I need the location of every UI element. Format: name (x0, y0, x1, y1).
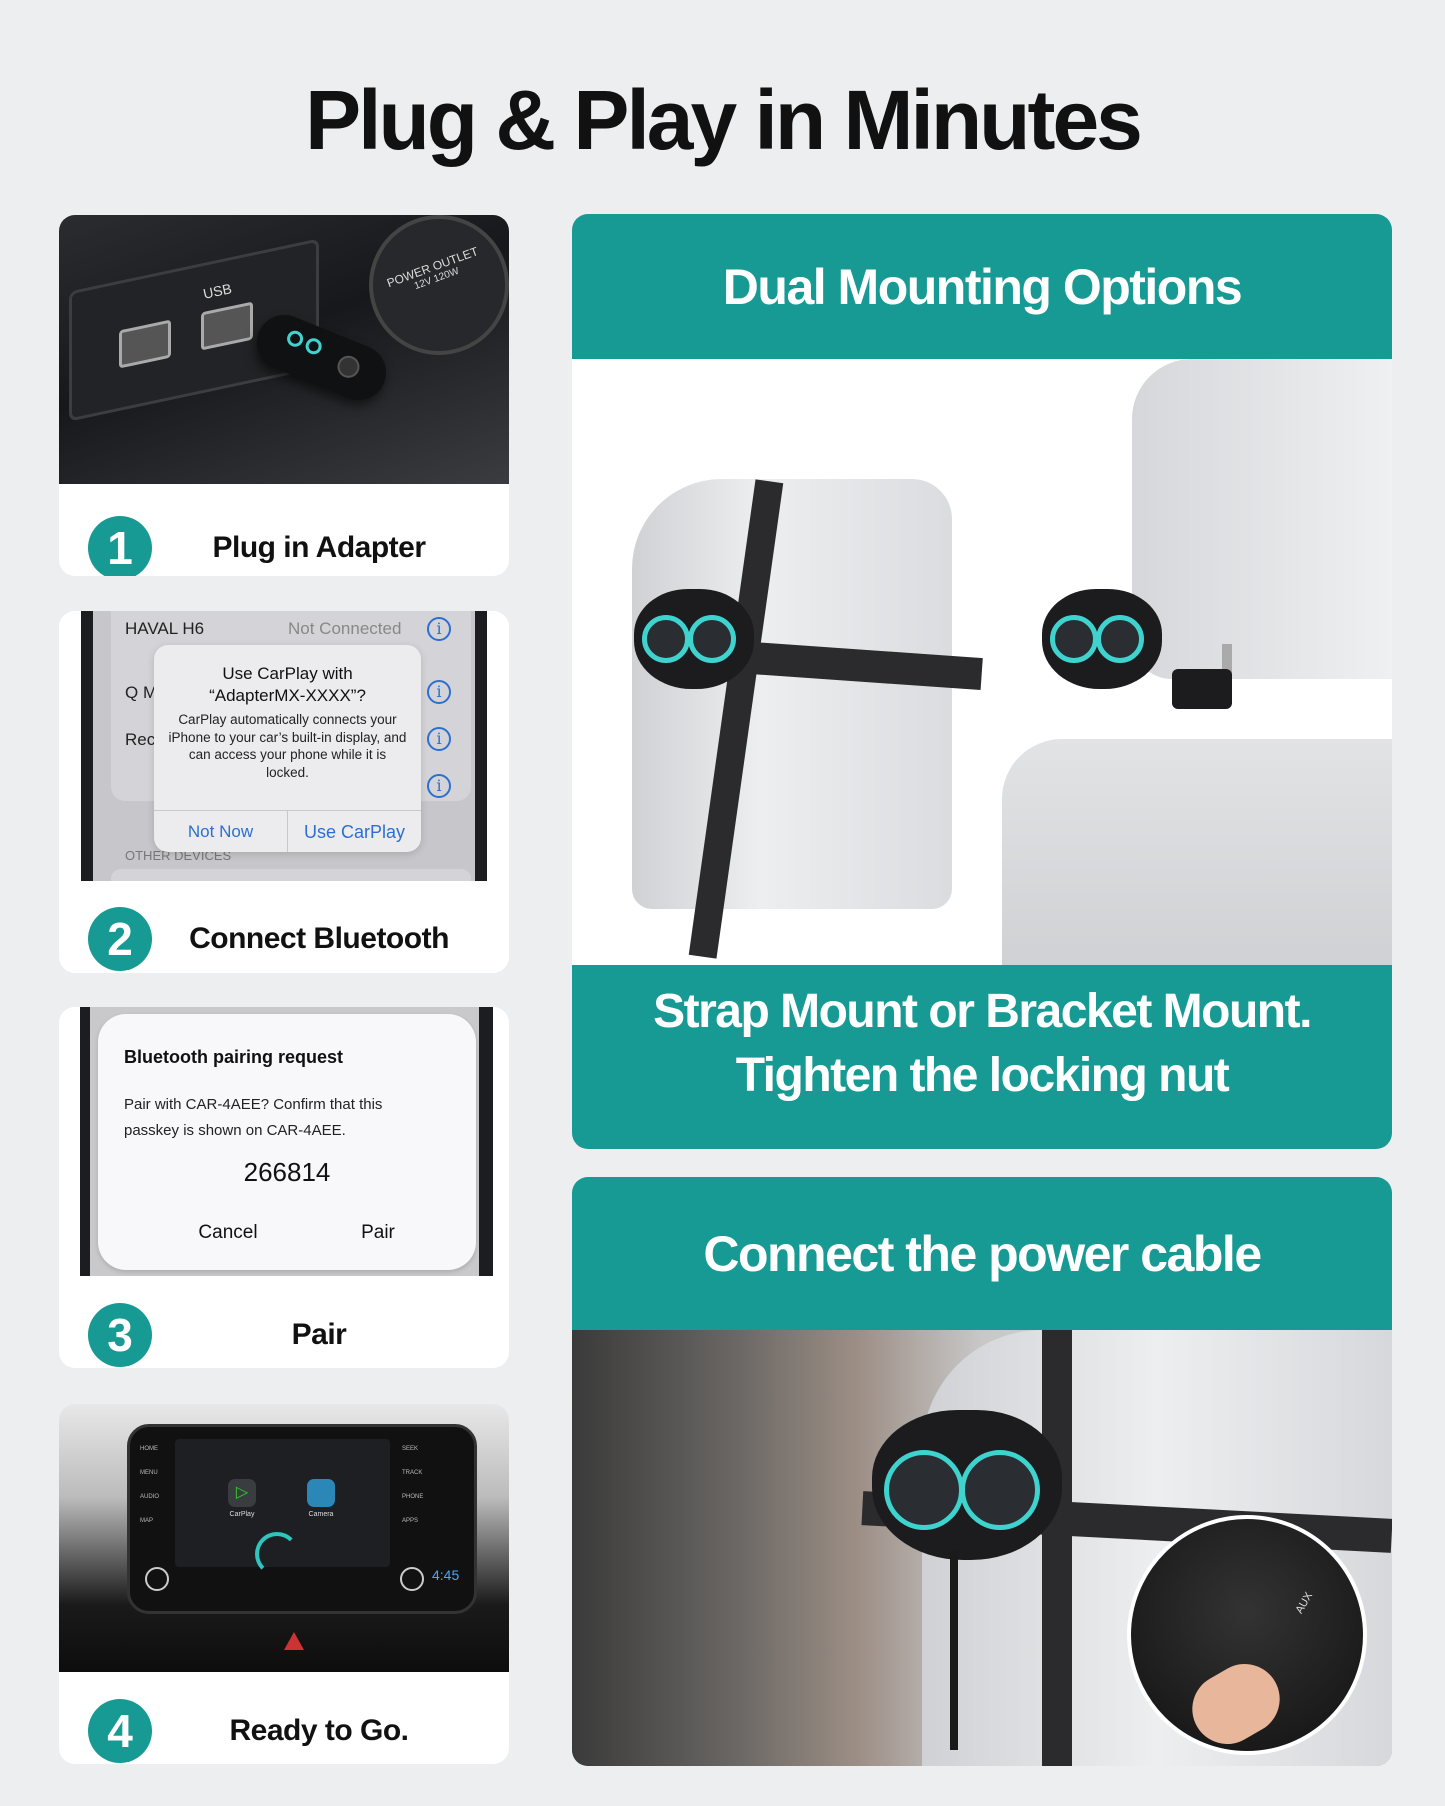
step-label: Connect Bluetooth (189, 922, 449, 955)
menu-button[interactable]: MENU (140, 1470, 158, 1476)
step-label: Pair (291, 1318, 347, 1351)
headrest (632, 479, 952, 909)
tune-knob[interactable] (400, 1567, 424, 1591)
step-card-2: HAVAL H6 Not Connected Q M Rec i i i i O… (59, 611, 509, 973)
left-buttons: HOME MENU AUDIO MAP (140, 1437, 159, 1533)
info-icon[interactable]: i (427, 727, 451, 751)
seat-back (1002, 739, 1392, 965)
headrest (1132, 359, 1392, 679)
owl-device-icon (872, 1410, 1062, 1560)
phone-button[interactable]: PHONE (402, 1494, 424, 1500)
pair-button[interactable]: Pair (361, 1222, 395, 1243)
strap (1042, 1330, 1072, 1766)
mounting-photo (572, 359, 1392, 965)
hand (1179, 1651, 1293, 1757)
volume-knob[interactable] (145, 1567, 169, 1591)
use-carplay-button[interactable]: Use CarPlay (303, 822, 406, 842)
caption-line-1: Strap Mount or Bracket Mount. (653, 985, 1312, 1038)
owl-device-icon (1042, 589, 1162, 689)
seek-button[interactable]: SEEK (402, 1446, 419, 1452)
list-item[interactable]: Rec (125, 730, 156, 749)
clock: 4:45 (432, 1567, 460, 1583)
cancel-button[interactable]: Cancel (198, 1222, 258, 1243)
pairing-phone-screenshot: Bluetooth pairing request Pair with CAR-… (59, 1007, 509, 1276)
track-button[interactable]: TRACK (402, 1470, 423, 1476)
pairing-dialog: Bluetooth pairing request Pair with CAR-… (98, 1014, 476, 1270)
step-card-1: USB POWER OUTLET 12V 120W 1 Plug in Adap… (59, 215, 509, 576)
tap-hand-icon (255, 1532, 299, 1576)
adapter-photo: USB POWER OUTLET 12V 120W (59, 215, 509, 484)
camera-app-icon[interactable] (307, 1479, 335, 1507)
power-cable-panel: Connect the power cable AUX (572, 1177, 1392, 1766)
carplay-app-icon[interactable]: ▷ (228, 1479, 256, 1507)
carplay-dialog: Use CarPlay with “AdapterMX-XXXX”? CarPl… (154, 645, 421, 852)
app-label: Camera (308, 1511, 334, 1518)
dialog-body: CarPlay automatically connects your iPho… (168, 712, 407, 780)
step-badge: 2 (88, 907, 152, 971)
panel-header: Dual Mounting Options (722, 259, 1243, 315)
port-closeup: AUX (1127, 1515, 1367, 1757)
hazard-button (284, 1632, 304, 1650)
step-badge: 3 (88, 1303, 152, 1367)
dialog-title: Use CarPlay with “AdapterMX-XXXX”? (209, 664, 366, 705)
app-label: CarPlay (229, 1511, 255, 1518)
list-status: Not Connected (288, 619, 402, 638)
right-buttons: SEEK TRACK PHONE APPS (402, 1437, 423, 1533)
panel-caption: Strap Mount or Bracket Mount. Tighten th… (572, 980, 1392, 1108)
adapter-device (248, 306, 395, 409)
passkey: 266814 (243, 1157, 331, 1187)
info-icon[interactable]: i (427, 680, 451, 704)
map-button[interactable]: MAP (140, 1518, 154, 1524)
not-now-button[interactable]: Not Now (154, 811, 288, 852)
dialog-body: Pair with CAR-4AEE? Confirm that this pa… (124, 1096, 383, 1139)
power-cable (950, 1550, 958, 1750)
info-icon[interactable]: i (427, 617, 451, 641)
car-display: HOME MENU AUDIO MAP SEEK TRACK PHONE APP… (127, 1424, 477, 1614)
owl-device-icon (634, 589, 754, 689)
dialog-title: Bluetooth pairing request (124, 1047, 344, 1067)
home-button[interactable]: HOME (140, 1446, 158, 1452)
power-cable-photo: AUX (572, 1330, 1392, 1766)
carplay-phone-screenshot: HAVAL H6 Not Connected Q M Rec i i i i O… (59, 611, 509, 881)
caption-line-2: Tighten the locking nut (735, 1049, 1230, 1102)
apps-button[interactable]: APPS (402, 1518, 419, 1524)
mounting-panel: Dual Mounting Options Strap Mount or Bra… (572, 214, 1392, 1149)
step-label: Plug in Adapter (212, 531, 426, 564)
info-icon[interactable]: i (427, 774, 451, 798)
step-label: Ready to Go. (229, 1714, 409, 1747)
audio-button[interactable]: AUDIO (140, 1494, 160, 1500)
step-card-4: HOME MENU AUDIO MAP SEEK TRACK PHONE APP… (59, 1404, 509, 1764)
bracket (1172, 669, 1232, 709)
page-title: Plug & Play in Minutes (305, 73, 1143, 167)
step-badge: 1 (88, 516, 152, 576)
panel-header: Connect the power cable (703, 1226, 1262, 1282)
step-badge: 4 (88, 1699, 152, 1763)
list-item[interactable]: Q M (125, 683, 158, 702)
car-display-photo: HOME MENU AUDIO MAP SEEK TRACK PHONE APP… (59, 1404, 509, 1672)
step-card-3: Bluetooth pairing request Pair with CAR-… (59, 1007, 509, 1368)
aux-label: AUX (1293, 1590, 1316, 1616)
list-item[interactable]: HAVAL H6 (125, 619, 205, 638)
